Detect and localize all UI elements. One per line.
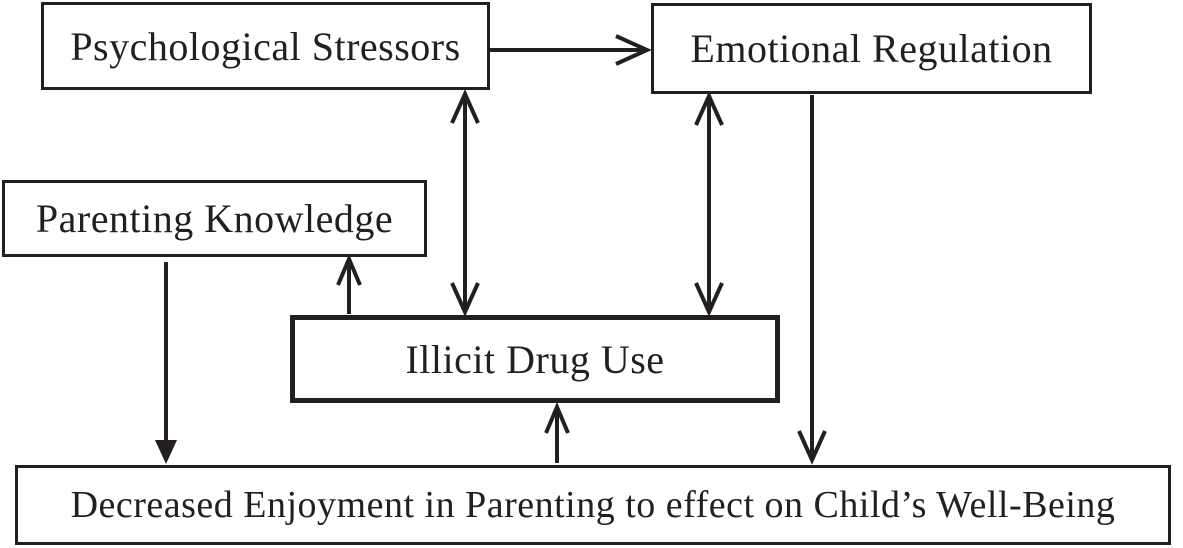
arrow-wellbeing-to-drug	[544, 401, 570, 463]
arrow-regulation-to-wellbeing	[797, 95, 827, 465]
node-parenting-knowledge: Parenting Knowledge	[2, 180, 427, 257]
node-psychological-stressors: Psychological Stressors	[41, 2, 490, 90]
arrow-stressors-to-regulation	[490, 34, 652, 66]
arrow-drug-to-knowledge	[336, 253, 362, 314]
node-illicit-drug-use: Illicit Drug Use	[290, 315, 780, 403]
node-parenting-knowledge-label: Parenting Knowledge	[35, 196, 394, 241]
arrow-knowledge-to-wellbeing	[155, 262, 177, 464]
node-decreased-enjoyment-label: Decreased Enjoyment in Parenting to effe…	[70, 484, 1116, 526]
node-psychological-stressors-label: Psychological Stressors	[70, 23, 461, 69]
node-decreased-enjoyment: Decreased Enjoyment in Parenting to effe…	[15, 465, 1171, 545]
node-emotional-regulation-label: Emotional Regulation	[690, 26, 1053, 71]
node-illicit-drug-use-label: Illicit Drug Use	[405, 336, 665, 382]
node-emotional-regulation: Emotional Regulation	[651, 3, 1092, 94]
double-arrow-stressors-drug	[450, 89, 480, 317]
double-arrow-regulation-drug	[694, 91, 724, 317]
